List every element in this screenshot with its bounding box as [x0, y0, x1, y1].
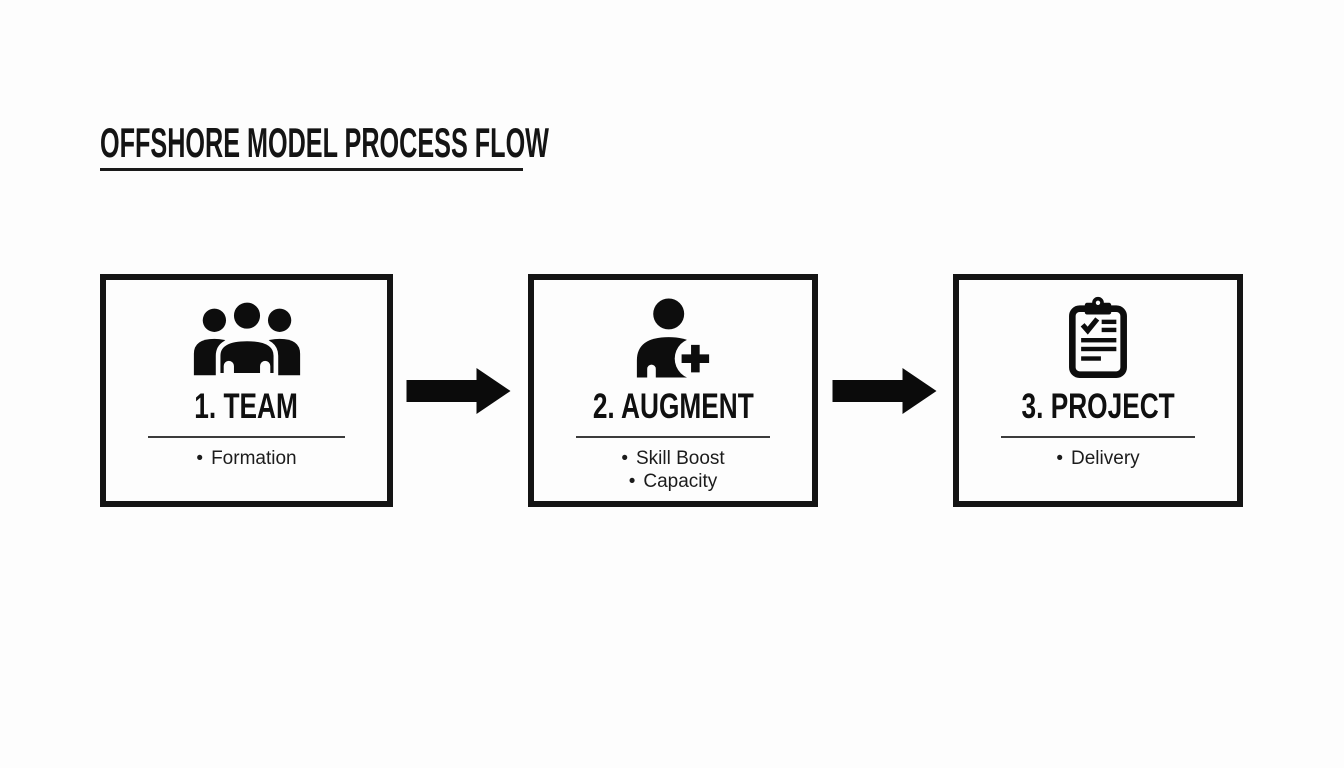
bullet-marker: •	[1056, 448, 1064, 469]
title-underline	[100, 168, 523, 171]
bullet-item: • Skill Boost	[621, 447, 724, 470]
step-label: 2. AUGMENT	[592, 387, 754, 426]
clipboard-check-icon-svg	[1069, 296, 1127, 378]
bullet-list: • Formation	[196, 447, 296, 470]
title-block: OFFSHORE MODEL PROCESS FLOW	[100, 119, 549, 168]
bullet-text: Skill Boost	[635, 448, 725, 469]
person-add-icon-svg	[636, 298, 716, 380]
step-label: 3. PROJECT	[1021, 387, 1175, 426]
flow-arrow-icon	[832, 368, 937, 414]
bullet-marker: •	[621, 448, 628, 469]
step-divider	[148, 436, 345, 438]
page-title: OFFSHORE MODEL PROCESS FLOW	[100, 119, 549, 166]
flow-arrow-icon	[406, 368, 511, 414]
bullet-item: • Delivery	[1056, 447, 1139, 470]
step-box-project: 3. PROJECT • Delivery	[953, 274, 1243, 507]
bullet-item: • Capacity	[629, 470, 718, 493]
person-add-icon	[630, 293, 716, 383]
bullet-text: Capacity	[643, 471, 718, 492]
step-box-team: 1. TEAM • Formation	[100, 274, 393, 507]
bullet-marker: •	[628, 471, 636, 492]
bullet-item: • Formation	[196, 447, 296, 470]
bullet-list: • Delivery	[1056, 447, 1139, 470]
clipboard-check-icon	[1065, 293, 1131, 383]
team-group-icon-svg	[193, 297, 300, 378]
bullet-marker: •	[196, 448, 204, 469]
step-box-augment: 2. AUGMENT • Skill Boost • Capacity	[528, 274, 818, 507]
step-divider	[575, 436, 771, 438]
bullet-text: Formation	[211, 448, 297, 469]
step-label: 1. TEAM	[194, 387, 299, 426]
step-divider	[1000, 436, 1196, 438]
bullet-text: Delivery	[1071, 448, 1140, 469]
bullet-list: • Skill Boost • Capacity	[621, 447, 724, 493]
team-group-icon	[191, 293, 303, 383]
